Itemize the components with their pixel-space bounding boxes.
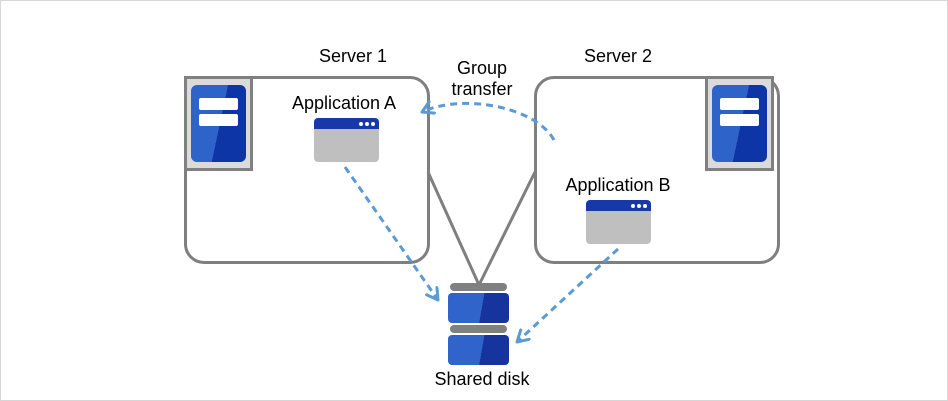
server2-box: [534, 76, 780, 264]
titlebar-dot: [631, 204, 635, 208]
shared-disk-stack-icon: [448, 283, 509, 367]
group-transfer-label: Group transfer: [451, 58, 513, 99]
drive-slot: [720, 98, 759, 110]
window-body: [314, 129, 379, 162]
disk-unit: [448, 293, 509, 323]
window-body: [586, 211, 651, 244]
titlebar-dot: [371, 122, 375, 126]
server2-server-tower-icon: [705, 76, 774, 171]
drive-slot: [199, 98, 238, 110]
disk-cap: [450, 325, 507, 333]
server1-title: Server 1: [318, 46, 388, 66]
server2-title: Server 2: [583, 46, 653, 66]
application-a-window-icon: [314, 118, 379, 162]
server-front-panel: [191, 85, 246, 162]
titlebar-dot: [359, 122, 363, 126]
application-a-label: Application A: [291, 93, 397, 113]
server1-server-tower-icon: [184, 76, 253, 171]
window-titlebar: [586, 200, 651, 211]
titlebar-dot: [643, 204, 647, 208]
disk-unit: [448, 335, 509, 365]
drive-slot: [199, 114, 238, 126]
disk-cap: [450, 283, 507, 291]
server-front-panel: [712, 85, 767, 162]
server2-disk-line: [477, 171, 537, 286]
application-b-window-icon: [586, 200, 651, 244]
server1-disk-line: [426, 171, 481, 286]
drive-slot: [720, 114, 759, 126]
application-b-label: Application B: [565, 175, 671, 195]
window-titlebar: [314, 118, 379, 129]
titlebar-dot: [365, 122, 369, 126]
titlebar-dot: [637, 204, 641, 208]
shared-disk-label: Shared disk: [434, 369, 530, 389]
